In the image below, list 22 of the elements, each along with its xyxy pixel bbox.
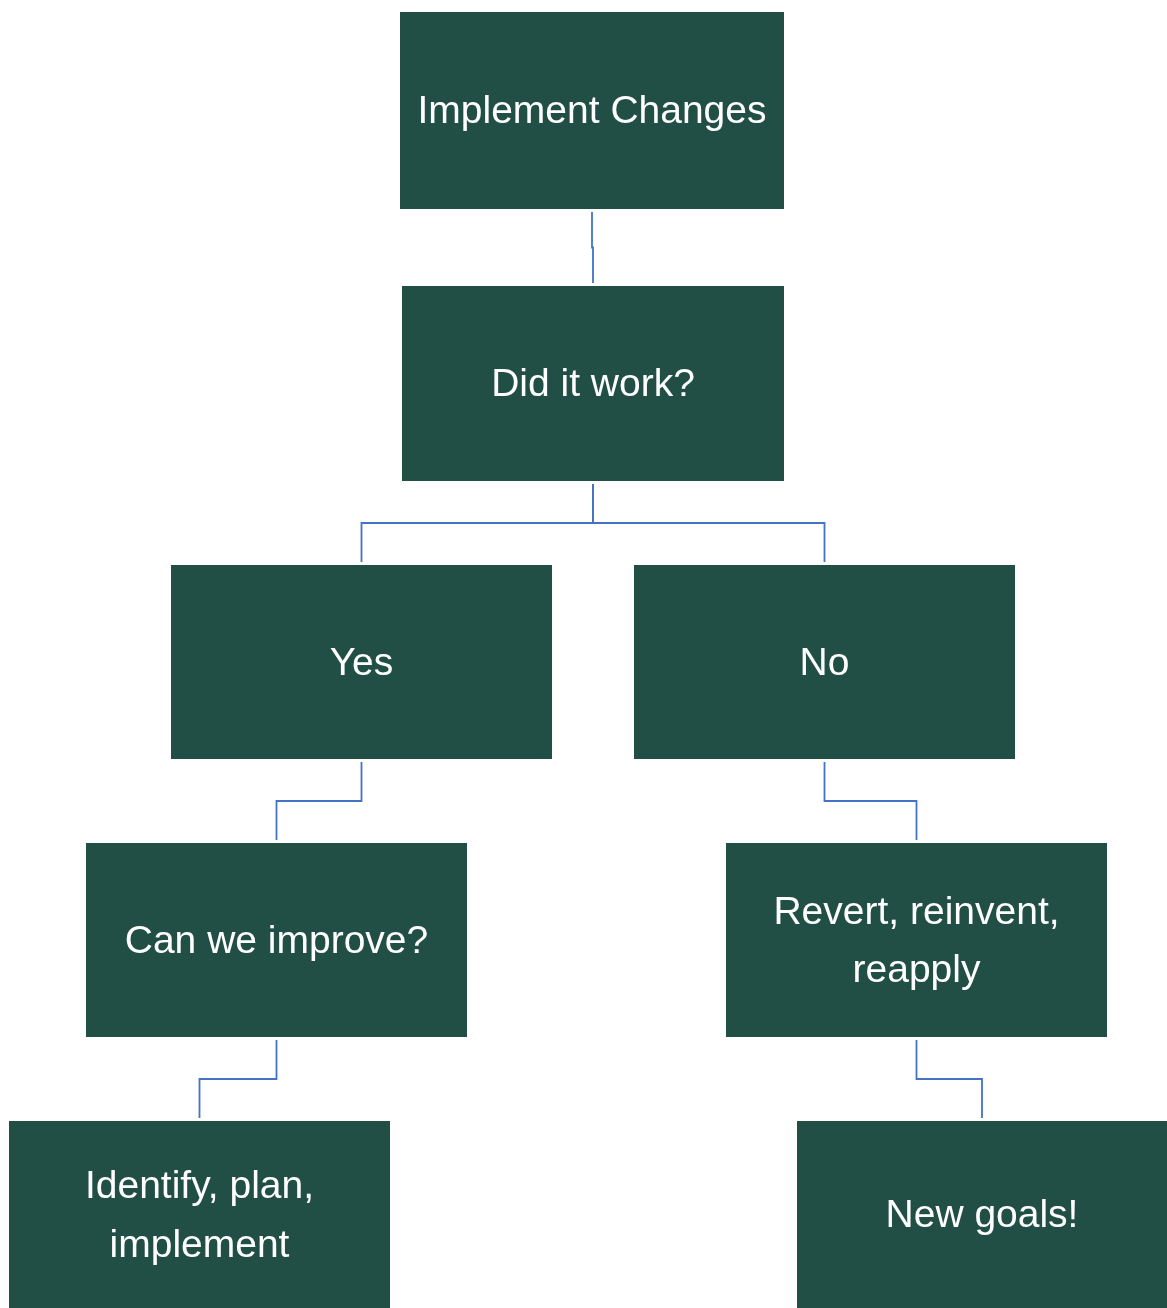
box-text: Did it work? xyxy=(491,360,695,407)
connector-line xyxy=(915,1039,983,1119)
box-text: Can we improve? xyxy=(124,916,429,963)
process-box xyxy=(86,843,467,1037)
box-text: Identify, plan, implement xyxy=(83,1162,316,1267)
box-text: Yes xyxy=(329,638,394,685)
process-box xyxy=(9,1121,390,1308)
process-box xyxy=(726,843,1107,1037)
process-box xyxy=(797,1121,1167,1308)
connector-line xyxy=(592,483,826,563)
box-text: No xyxy=(799,638,850,685)
box-text: Revert, reinvent, reapply xyxy=(772,887,1061,992)
process-box xyxy=(402,286,784,481)
process-box xyxy=(400,12,784,209)
process-box xyxy=(171,565,552,759)
connector-line xyxy=(198,1039,278,1119)
connector-line xyxy=(591,211,594,284)
connector-line xyxy=(275,761,363,841)
process-box xyxy=(634,565,1015,759)
box-text: New goals! xyxy=(885,1191,1079,1238)
box-text: Implement Changes xyxy=(417,87,767,134)
connector-line xyxy=(823,761,918,841)
